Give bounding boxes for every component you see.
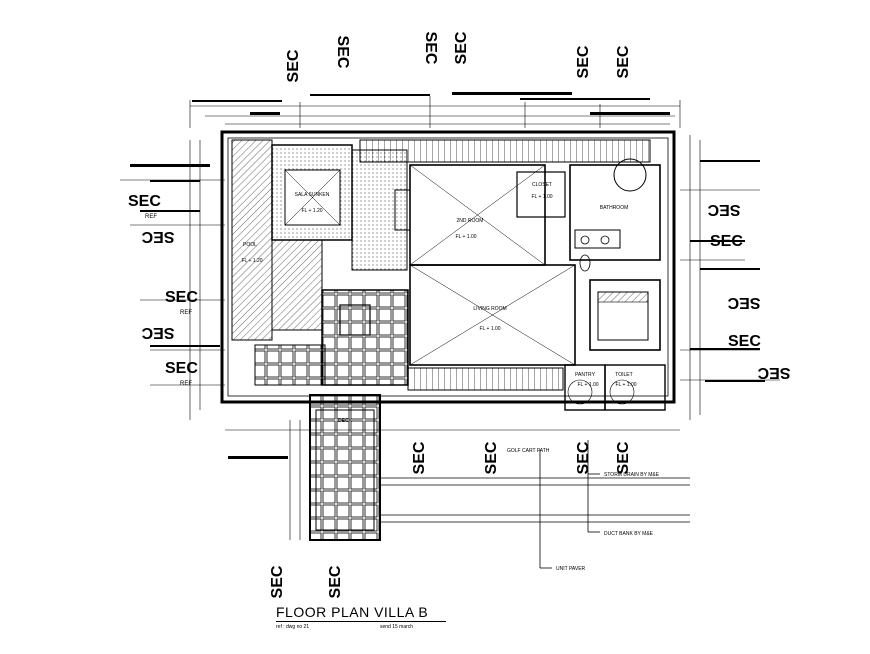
bottom-left-tick — [228, 456, 288, 459]
section-marker-left-5: SEC — [165, 360, 198, 377]
room-label-pool: POOL — [243, 242, 257, 248]
deck-area — [254, 289, 409, 386]
section-marker-right-4: SEC — [728, 333, 761, 350]
section-marker-top-4: SEC — [453, 31, 470, 64]
room-label-bathroom: BATHROOM — [600, 205, 629, 211]
toilet-box — [604, 364, 666, 411]
room-label-pantry: PANTRY — [575, 372, 595, 378]
section-marker-left-2: SEC — [141, 228, 174, 245]
section-marker-left-4: SEC — [141, 324, 174, 341]
room-label-closet-level: FL + 1.00 — [531, 194, 552, 200]
dimension-lines-top — [189, 96, 681, 420]
section-marker-right-2: SEC — [710, 233, 743, 250]
section-marker-bottom-3: SEC — [575, 441, 592, 474]
section-marker-left-3-ref: REF — [180, 310, 192, 316]
room-label-toilet: TOILET — [615, 372, 632, 378]
sec-label: SEC — [707, 201, 740, 218]
sec-label: SEC — [615, 45, 632, 78]
sec-label: SEC — [727, 294, 760, 311]
section-marker-top-3: SEC — [422, 32, 439, 65]
pool-hatch-deck — [271, 239, 323, 331]
section-marker-right-5: SEC — [757, 364, 790, 381]
section-marker-bottom-4: SEC — [615, 441, 632, 474]
room-label-living: LIVING ROOM — [473, 306, 506, 312]
room-label-toilet-level: FL + 1.00 — [615, 382, 636, 388]
sec-label: SEC — [757, 364, 790, 381]
section-marker-top-1: SEC — [285, 49, 302, 82]
section-marker-bottom-6: SEC — [327, 565, 344, 598]
section-marker-top-6: SEC — [615, 45, 632, 78]
room-label-sala: SALA SUNKEN — [295, 192, 330, 198]
sec-label: SEC — [575, 45, 592, 78]
sec-label: SEC — [453, 31, 470, 64]
dimension-lines-left — [120, 179, 225, 386]
annotation-storm-drain: STORM DRAIN BY M&E — [604, 472, 660, 478]
dimension-ticks-top — [192, 92, 670, 115]
bedroom — [394, 164, 546, 266]
section-marker-bottom-1: SEC — [411, 441, 428, 474]
east-room — [589, 279, 661, 351]
section-marker-left-1: SEC — [128, 193, 161, 210]
bottom-dimension-line — [225, 420, 680, 540]
room-label-pantry-level: FL + 1.00 — [577, 382, 598, 388]
pantry-door-swing — [567, 379, 593, 405]
pool-hatch — [231, 139, 273, 341]
title-underline — [276, 621, 446, 622]
sec-label: SEC — [334, 36, 351, 69]
drawing-title: FLOOR PLAN VILLA B — [276, 604, 429, 620]
stair-block — [351, 149, 408, 271]
golf-cart-path — [380, 440, 690, 569]
sec-label: SEC — [141, 228, 174, 245]
sec-label: SEC — [327, 565, 344, 598]
south-terrace-strip — [407, 367, 564, 391]
section-marker-left-1-ref: REF — [145, 214, 157, 220]
room-label-sala-level: FL + 1.20 — [301, 208, 322, 214]
drawing-issue-note: send 15 march — [380, 624, 414, 630]
closet-box — [516, 171, 566, 218]
section-marker-left-3: SEC — [165, 289, 198, 306]
building-outline — [220, 130, 676, 404]
sec-label: SEC — [575, 441, 592, 474]
room-label-bedroom-level: FL + 1.00 — [455, 234, 476, 240]
sec-label: SEC — [269, 565, 286, 598]
annotation-unit-paver: UNIT PAVER — [556, 566, 586, 572]
entry-walkway — [309, 394, 381, 541]
sec-label: SEC — [285, 49, 302, 82]
section-marker-top-5: SEC — [575, 45, 592, 78]
room-label-bedroom: 2ND ROOM — [457, 218, 484, 224]
section-marker-bottom-2: SEC — [483, 441, 500, 474]
sec-label: SEC — [615, 441, 632, 474]
drawing-ref-note: ref : dwg no 21 — [276, 624, 310, 630]
dimension-ticks-left — [130, 164, 220, 347]
bathroom — [569, 158, 661, 272]
section-marker-top-2: SEC — [334, 36, 351, 69]
room-label-deck: DECK — [338, 418, 353, 424]
section-marker-bottom-5: SEC — [269, 565, 286, 598]
dimension-ticks-right — [690, 160, 765, 382]
annotation-duct-bank: DUCT BANK BY M&E — [604, 531, 654, 537]
section-marker-left-5-ref: REF — [180, 381, 192, 387]
annotation-golf-cart-path: GOLF CART PATH — [507, 448, 550, 454]
sec-label: SEC — [422, 32, 439, 65]
living-room — [409, 264, 576, 366]
room-label-closet: CLOSET — [532, 182, 552, 188]
room-label-living-level: FL + 1.00 — [479, 326, 500, 332]
section-marker-right-3: SEC — [727, 294, 760, 311]
sec-label: SEC — [141, 324, 174, 341]
toilet-door-swing — [609, 379, 635, 405]
sec-label: SEC — [411, 441, 428, 474]
sala-diag-2 — [284, 169, 341, 226]
section-marker-right-1: SEC — [707, 201, 740, 218]
top-terrace-strip — [359, 139, 651, 163]
sec-label: SEC — [483, 441, 500, 474]
room-label-pool-level: FL + 1.20 — [241, 258, 262, 264]
